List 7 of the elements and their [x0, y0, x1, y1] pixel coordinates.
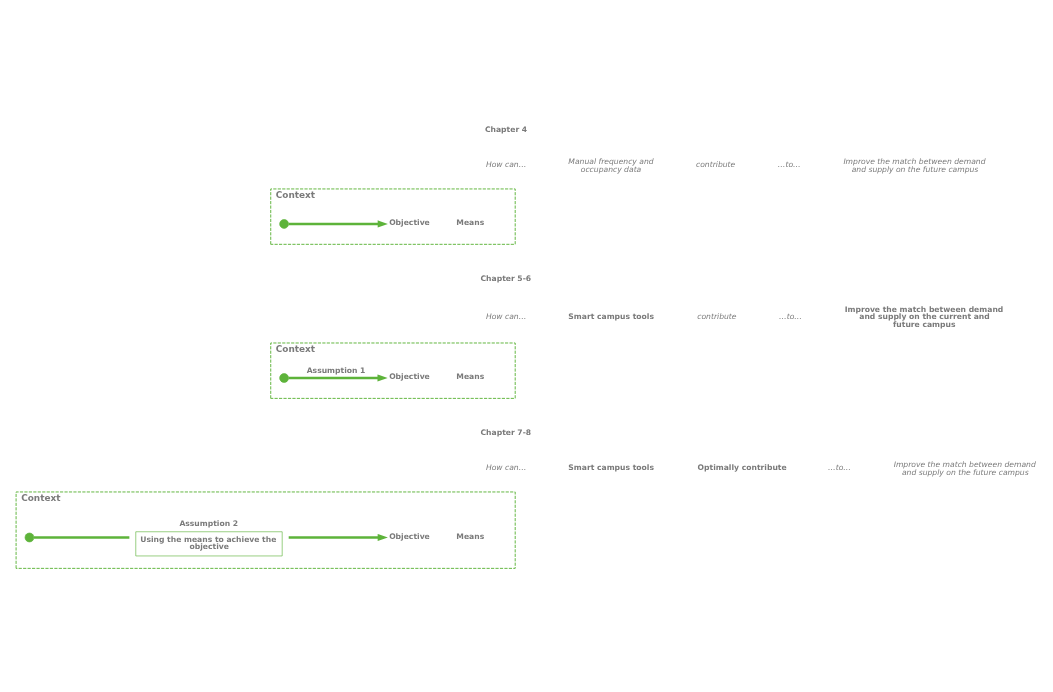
arrow — [288, 219, 388, 228]
node-circle — [24, 532, 35, 542]
node-circle — [279, 372, 289, 383]
node-circle — [279, 218, 289, 229]
arrow — [288, 373, 388, 382]
arrow — [288, 533, 388, 541]
connector — [34, 535, 130, 539]
